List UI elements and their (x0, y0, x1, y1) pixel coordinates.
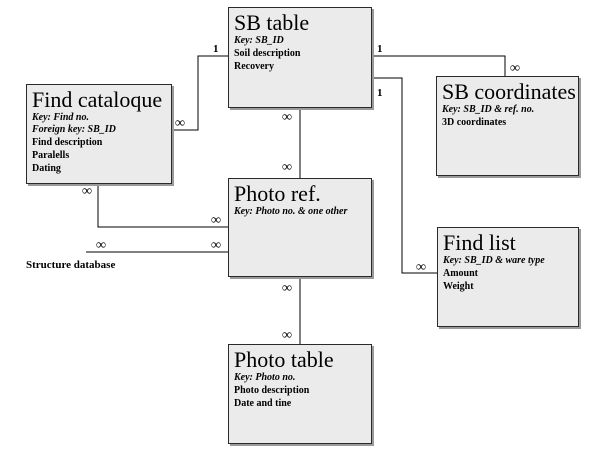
entity-key: Key: SB_ID & ref. no. (442, 104, 535, 115)
entity-key: Key: SB_ID (234, 35, 284, 46)
structure-database-label: Structure database (26, 259, 116, 271)
cardinality-many: ∞ (510, 61, 520, 76)
cardinality-many: ∞ (282, 160, 292, 175)
entity-key: Foreign key: SB_ID (32, 124, 116, 135)
connector-sb-table-sb-coordinates (372, 55, 506, 76)
cardinality-many: ∞ (282, 110, 292, 125)
entity-field: Recovery (234, 61, 274, 72)
entity-field: Dating (32, 163, 61, 174)
connector-sb-table-find-catalogue (172, 55, 228, 131)
entity-photo-ref[interactable]: Photo ref. Key: Photo no. & one other (228, 178, 372, 277)
entity-field: Weight (443, 281, 474, 292)
entity-find-catalogue[interactable]: Find cataloque Key: Find no. Foreign key… (26, 84, 172, 184)
entity-field: Photo description (234, 385, 310, 396)
entity-title: Photo ref. (234, 181, 321, 206)
entity-sb-coordinates[interactable]: SB coordinates Key: SB_ID & ref. no. 3D … (436, 76, 579, 176)
entity-field: Soil description (234, 48, 301, 59)
cardinality-many: ∞ (211, 238, 221, 253)
connector-sb-table-find-list (372, 77, 437, 274)
entity-key: Key: Photo no. & one other (234, 206, 348, 217)
entity-sb-table[interactable]: SB table Key: SB_ID Soil description Rec… (228, 7, 372, 108)
entity-key: Key: Photo no. (234, 372, 296, 383)
entity-title: Photo table (234, 347, 334, 372)
cardinality-many: ∞ (211, 213, 221, 228)
cardinality-many: ∞ (282, 281, 292, 296)
entity-field: Amount (443, 268, 479, 279)
entity-key: Key: SB_ID & ware type (443, 255, 545, 266)
entity-title: Find list (443, 230, 516, 255)
entity-field: Date and tine (234, 398, 292, 409)
cardinality-one: 1 (377, 43, 383, 55)
cardinality-many: ∞ (82, 184, 92, 199)
cardinality-one: 1 (213, 43, 219, 55)
entity-key: Key: Find no. (32, 112, 89, 123)
entity-photo-table[interactable]: Photo table Key: Photo no. Photo descrip… (228, 344, 372, 444)
entity-title: SB table (234, 10, 310, 35)
cardinality-many: ∞ (282, 328, 292, 343)
entity-title: SB coordinates (442, 79, 576, 104)
connector-find-catalogue-photo-ref (97, 184, 228, 228)
entity-field: Paralells (32, 150, 70, 161)
entity-find-list[interactable]: Find list Key: SB_ID & ware type Amount … (437, 227, 579, 327)
cardinality-one: 1 (377, 87, 383, 99)
cardinality-many: ∞ (416, 260, 426, 275)
cardinality-many: ∞ (175, 116, 185, 131)
entity-title: Find cataloque (32, 87, 163, 112)
entity-field: Find description (32, 137, 103, 148)
cardinality-many: ∞ (96, 238, 106, 253)
entity-field: 3D coordinates (442, 117, 507, 128)
